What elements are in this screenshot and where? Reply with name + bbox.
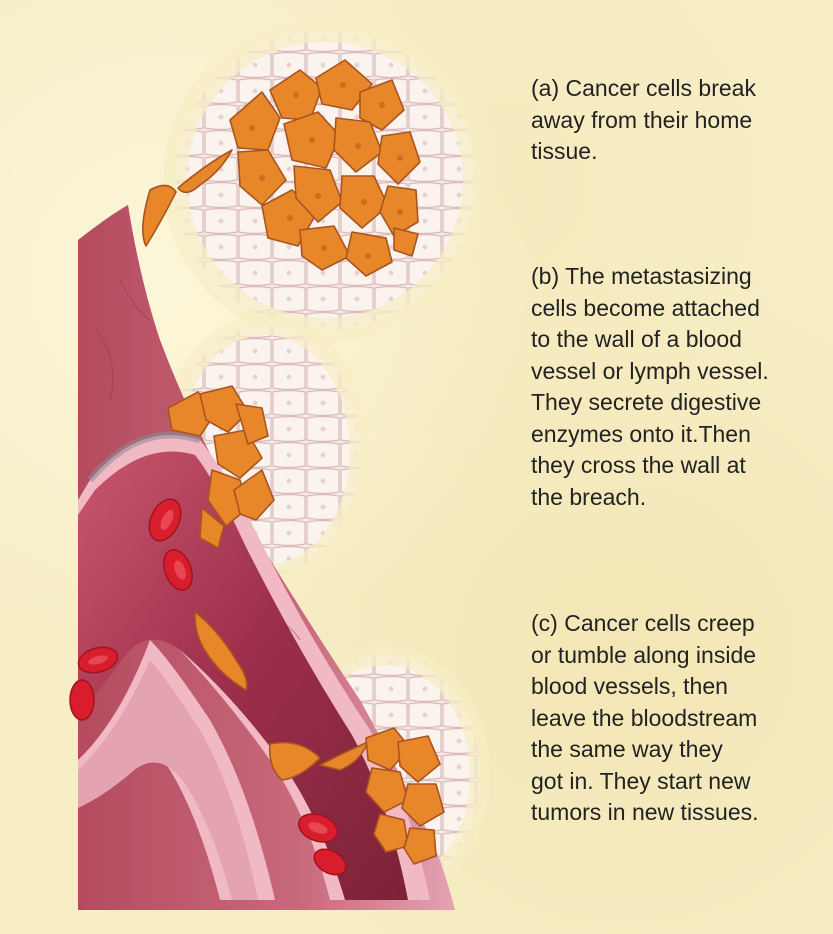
caption-step-c: (c) Cancer cells creep or tumble along i… (531, 608, 827, 829)
caption-step-a: (a) Cancer cells break away from their h… (531, 73, 827, 168)
caption-step-b: (b) The metastasizing cells become attac… (531, 261, 827, 513)
